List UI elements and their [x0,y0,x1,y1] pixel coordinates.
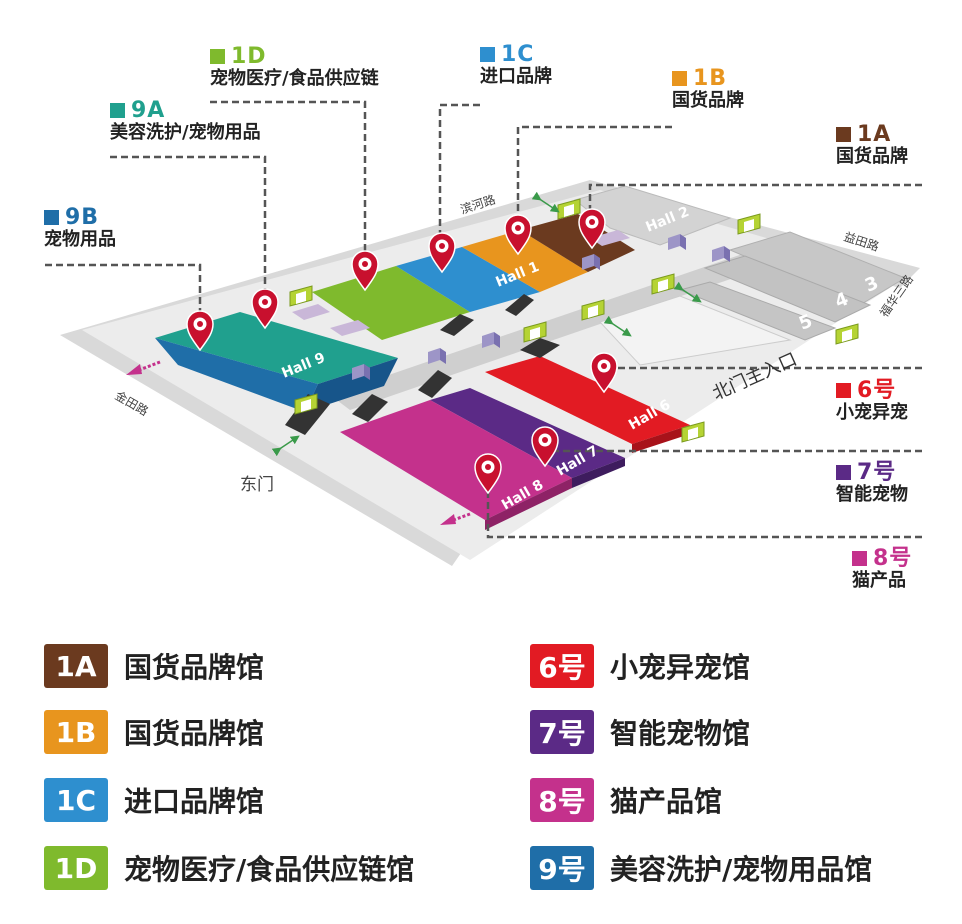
callout-1b: 1B 国货品牌 [672,66,744,112]
square-icon [836,383,851,398]
legend-item-1a: 1A 国货品牌馆 [44,644,264,688]
square-icon [836,465,851,480]
legend-badge: 6号 [530,644,594,688]
square-icon [44,210,59,225]
legend-label: 宠物医疗/食品供应链馆 [124,853,415,886]
legend-label: 小宠异宠馆 [610,651,751,684]
legend-label: 猫产品馆 [610,785,723,818]
legend-label: 国货品牌馆 [124,651,265,684]
legend-label: 国货品牌馆 [124,717,265,750]
hall-9a [155,312,398,384]
entrance-east: 东门 [240,475,274,495]
square-icon [110,103,125,118]
callout-7: 7号 智能宠物 [836,460,908,506]
callout-1c: 1C 进口品牌 [480,42,552,88]
legend-item-7: 7号 智能宠物馆 [530,710,750,754]
hall-1d [312,266,470,340]
hall-4 [703,255,872,323]
square-icon [836,127,851,142]
hall-1b [462,230,588,292]
legend-label: 进口品牌馆 [124,785,265,818]
square-icon [672,71,687,86]
legend-item-8: 8号 猫产品馆 [530,778,722,822]
legend-badge: 1D [44,846,108,890]
hall-8 [340,400,572,520]
legend-badge: 1B [44,710,108,754]
square-icon [480,47,495,62]
hall-1c [396,247,540,312]
hall-7 [430,388,625,478]
road-jintian: 金田路 [113,388,152,419]
legend-item-9: 9号 美容洗护/宠物用品馆 [530,846,872,890]
callout-8: 8号 猫产品 [852,546,913,592]
legend-label: 美容洗护/宠物用品馆 [610,853,873,886]
legend-badge: 7号 [530,710,594,754]
callout-1d: 1D 宠物医疗/食品供应链 [210,44,379,90]
callout-9a: 9A 美容洗护/宠物用品 [110,98,261,144]
legend-badge: 9号 [530,846,594,890]
legend-item-6: 6号 小宠异宠馆 [530,644,750,688]
square-icon [852,551,867,566]
legend-badge: 1A [44,644,108,688]
road-loop [60,180,920,566]
legend-item-1d: 1D 宠物医疗/食品供应链馆 [44,846,414,890]
callout-9b: 9B 宠物用品 [44,205,116,251]
hall-1a [520,214,635,272]
hall-6 [485,356,690,444]
callout-6: 6号 小宠异宠 [836,378,908,424]
venue-map: Hall 1 Hall 2 3 4 5 Hall 6 Hall 7 Hall 8… [45,100,922,566]
legend-item-1c: 1C 进口品牌馆 [44,778,264,822]
hall-9b [155,338,318,412]
legend-item-1b: 1B 国货品牌馆 [44,710,264,754]
plaza [599,295,792,366]
square-icon [210,49,225,64]
legend-badge: 1C [44,778,108,822]
legend-badge: 8号 [530,778,594,822]
callout-1a: 1A 国货品牌 [836,122,908,168]
legend-label: 智能宠物馆 [610,717,751,750]
